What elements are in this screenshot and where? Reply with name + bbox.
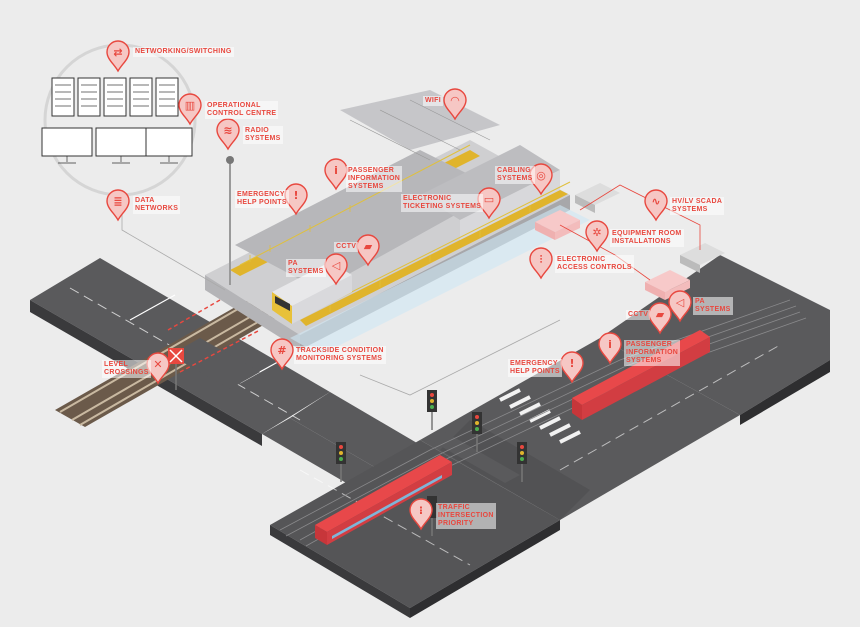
label-level-crossings: LEVEL CROSSINGS bbox=[102, 360, 151, 378]
label-operational-control-centre: OPERATIONAL CONTROL CENTRE bbox=[205, 101, 279, 119]
svg-text:✕: ✕ bbox=[153, 358, 162, 371]
camera-icon: ▰ bbox=[356, 234, 380, 267]
svg-text:⫶: ⫶ bbox=[540, 253, 543, 266]
switch-icon: ⇄ bbox=[106, 40, 130, 73]
rail-track-icon: # bbox=[270, 338, 294, 371]
gear-icon: ✲ bbox=[585, 220, 609, 253]
label-pa-tram: PA SYSTEMS bbox=[693, 297, 733, 315]
svg-text:◎: ◎ bbox=[536, 169, 546, 182]
label-cctv-station: CCTV bbox=[334, 242, 359, 252]
label-passenger-information-tram: PASSENGER INFORMATION SYSTEMS bbox=[624, 340, 681, 366]
label-data-networks: DATA NETWORKS bbox=[133, 196, 181, 214]
svg-text:✲: ✲ bbox=[592, 226, 601, 239]
svg-text:⁝: ⁝ bbox=[419, 504, 423, 517]
label-scada-systems: HV/LV SCADA SYSTEMS bbox=[670, 197, 725, 215]
label-cabling-systems: CABLING SYSTEMS bbox=[495, 166, 535, 184]
svg-text:i: i bbox=[334, 164, 338, 177]
label-cctv-tram: CCTV bbox=[626, 310, 651, 320]
camera-icon: ▰ bbox=[648, 302, 672, 335]
label-pa-station: PA SYSTEMS bbox=[286, 259, 326, 277]
svg-text:▭: ▭ bbox=[484, 193, 494, 206]
tram-lower bbox=[315, 455, 452, 545]
label-emergency-help-tram: EMERGENCY HELP POINTS bbox=[508, 359, 562, 377]
label-networking-switching: NETWORKING/SWITCHING bbox=[133, 47, 234, 57]
info-icon: i bbox=[324, 158, 348, 191]
svg-text:⇄: ⇄ bbox=[113, 46, 122, 59]
label-trackside-monitoring: TRACKSIDE CONDITION MONITORING SYSTEMS bbox=[294, 346, 386, 364]
svg-text:∿: ∿ bbox=[651, 195, 660, 208]
svg-text:!: ! bbox=[569, 357, 574, 370]
server-icon: ≣ bbox=[106, 189, 130, 222]
radio-waves-icon: ≋ bbox=[216, 118, 240, 151]
sliders-icon: ⫶ bbox=[529, 247, 553, 280]
svg-text:◁: ◁ bbox=[332, 259, 341, 272]
svg-text:▰: ▰ bbox=[656, 308, 665, 321]
radio-mast bbox=[226, 156, 234, 285]
label-traffic-priority: TRAFFIC INTERSECTION PRIORITY bbox=[436, 503, 496, 529]
control-panel-icon: ▥ bbox=[178, 93, 202, 126]
control-centre bbox=[41, 43, 197, 197]
label-passenger-information-station: PASSENGER INFORMATION SYSTEMS bbox=[346, 166, 403, 192]
svg-text:◠: ◠ bbox=[451, 94, 460, 107]
equipment-rooms bbox=[535, 183, 725, 300]
speaker-icon: ◁ bbox=[668, 290, 692, 323]
label-equipment-room: EQUIPMENT ROOM INSTALLATIONS bbox=[610, 229, 684, 247]
speaker-icon: ◁ bbox=[324, 253, 348, 286]
zebra-crossing bbox=[499, 388, 581, 444]
label-emergency-help-station: EMERGENCY HELP POINTS bbox=[235, 190, 289, 208]
svg-text:i: i bbox=[608, 338, 612, 351]
waveform-icon: ∿ bbox=[644, 189, 668, 222]
label-electronic-ticketing: ELECTRONIC TICKETING SYSTEMS bbox=[401, 194, 484, 212]
traffic-light-icon: ⁝ bbox=[409, 498, 433, 531]
label-electronic-access: ELECTRONIC ACCESS CONTROLS bbox=[555, 255, 634, 273]
svg-text:◁: ◁ bbox=[676, 296, 685, 309]
svg-text:≣: ≣ bbox=[113, 195, 122, 208]
svg-text:#: # bbox=[277, 344, 286, 357]
info-icon: i bbox=[598, 332, 622, 365]
svg-text:≋: ≋ bbox=[223, 124, 232, 137]
svg-text:▰: ▰ bbox=[364, 240, 373, 253]
svg-text:▥: ▥ bbox=[185, 99, 195, 112]
svg-text:!: ! bbox=[293, 189, 298, 202]
traffic-lights bbox=[336, 390, 527, 536]
exclamation-icon: ! bbox=[560, 351, 584, 384]
label-radio-systems: RADIO SYSTEMS bbox=[243, 126, 283, 144]
label-wifi: WIFI bbox=[423, 96, 443, 106]
level-crossing-barrier bbox=[167, 299, 261, 390]
wifi-icon: ◠ bbox=[443, 88, 467, 121]
